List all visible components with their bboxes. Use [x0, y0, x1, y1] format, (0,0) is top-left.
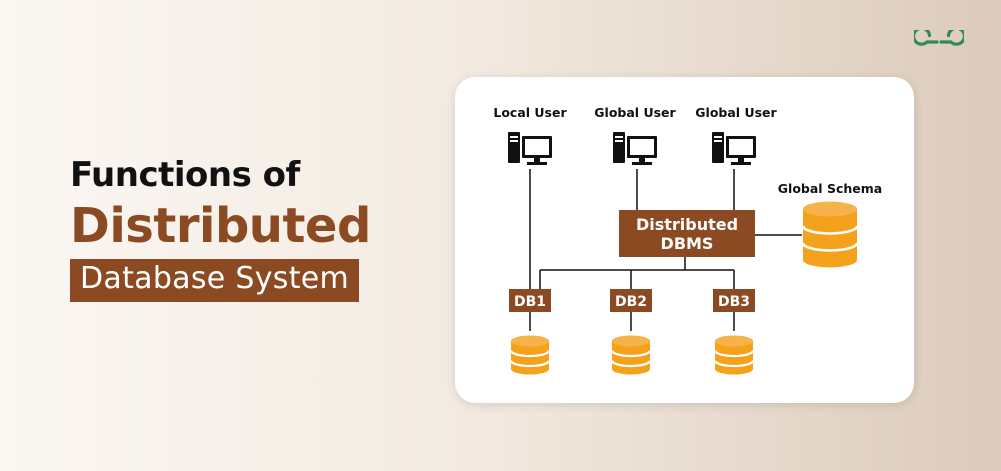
db2-box — [610, 289, 652, 312]
heading-line-1: Functions of — [70, 155, 300, 195]
distributed-dbms-box — [619, 210, 755, 257]
database-icon — [713, 334, 755, 376]
heading-line-2: Distributed — [70, 198, 371, 254]
global-user-2-label: Global User — [695, 105, 777, 120]
db1-box — [509, 289, 551, 312]
db2-label: DB2 — [615, 294, 647, 310]
db3-label: DB3 — [718, 294, 750, 310]
heading-line-3: Database System — [70, 259, 360, 302]
database-icon — [801, 200, 859, 269]
db1-label: DB1 — [514, 294, 546, 310]
global-user-1-label: Global User — [594, 105, 676, 120]
global-schema-label: Global Schema — [778, 181, 882, 196]
dbms-label-line-1: Distributed — [636, 215, 738, 234]
computer-icon — [712, 132, 756, 165]
computer-icon — [613, 132, 657, 165]
diagram-card: Local User Global User Global User Distr… — [455, 77, 914, 403]
computer-icon — [508, 132, 552, 165]
dbms-label-line-2: DBMS — [661, 234, 714, 253]
page-heading: Functions of Distributed Database System — [70, 155, 371, 302]
database-icon — [509, 334, 551, 376]
database-icon — [610, 334, 652, 376]
distributed-db-diagram: Local User Global User Global User Distr… — [493, 105, 882, 376]
local-user-label: Local User — [493, 105, 567, 120]
connector-lines — [529, 169, 802, 331]
db3-box — [713, 289, 755, 312]
geeksforgeeks-logo-icon — [914, 30, 964, 46]
